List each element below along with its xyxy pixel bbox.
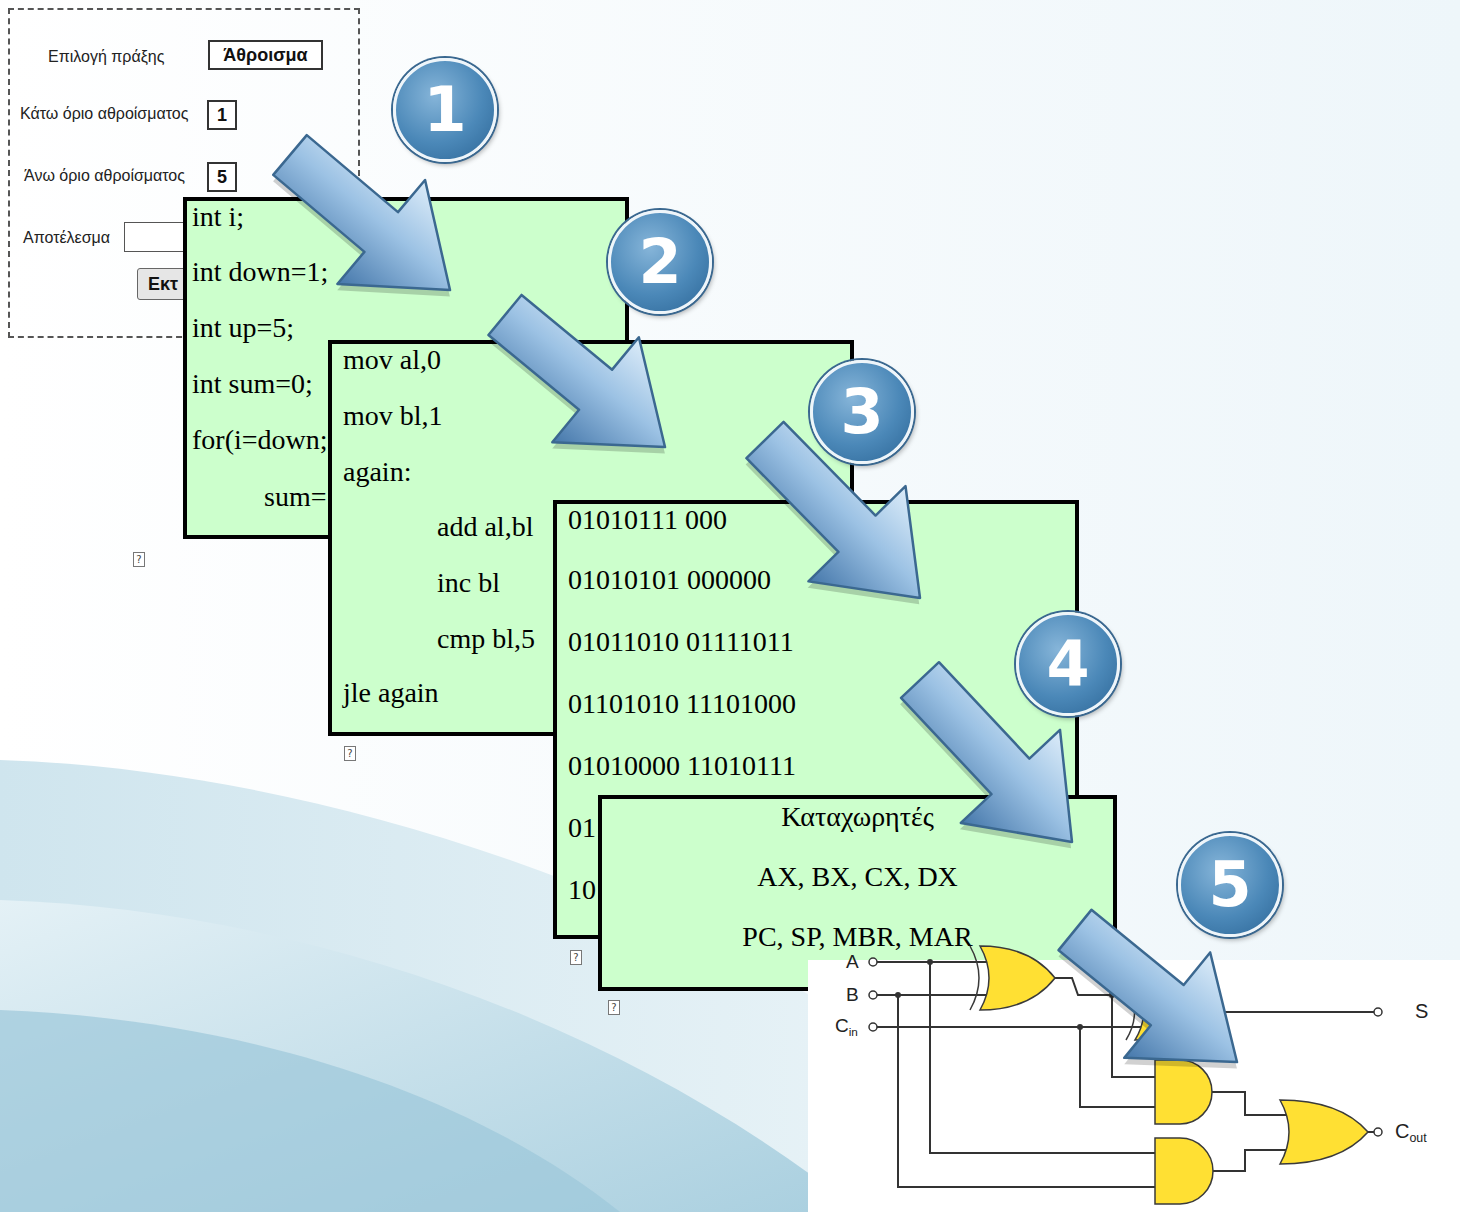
register-list: AX, BX, CX, DX xyxy=(602,860,1113,894)
code-line: int sum=0; xyxy=(192,367,313,401)
signal-name: Cin xyxy=(835,1015,858,1037)
code-line: 01101010 11101000 xyxy=(568,687,796,721)
code-line: mov al,0 xyxy=(343,343,441,377)
code-line: 01010101 000000 xyxy=(568,563,771,597)
code-line: mov bl,1 xyxy=(343,399,443,433)
field-value: 5 xyxy=(217,167,227,188)
code-line: 01010111 000 xyxy=(568,503,727,537)
form-label: Άνω όριο αθροίσματος xyxy=(24,166,185,186)
code-line: 10 xyxy=(568,873,596,907)
code-line: sum= xyxy=(264,480,326,514)
field-value: 1 xyxy=(217,105,227,126)
callout-number: 3 xyxy=(840,381,883,443)
register-list: PC, SP, MBR, MAR xyxy=(602,920,1113,954)
callout-number: 5 xyxy=(1208,854,1251,916)
code-line: jle again xyxy=(343,676,439,710)
callout-number: 4 xyxy=(1046,633,1089,695)
code-line: int up=5; xyxy=(192,311,294,345)
signal-name: A xyxy=(846,951,859,973)
signal-name: Cout xyxy=(1395,1120,1427,1143)
code-line: int i; xyxy=(192,200,244,234)
field-value: Άθροισμα xyxy=(223,45,307,66)
card-heading: Καταχωρητές xyxy=(602,800,1113,834)
form-label: Αποτέλεσμα xyxy=(23,228,110,248)
signal-name: B xyxy=(846,984,859,1006)
code-line: for(i=down; xyxy=(192,423,328,457)
form-label: Επιλογή πράξης xyxy=(48,47,164,67)
callout-circle: 1 xyxy=(393,58,497,162)
select-box: Άθροισμα xyxy=(208,40,323,70)
code-line: cmp bl,5 xyxy=(437,622,535,656)
code-line: int down=1; xyxy=(192,255,328,289)
callout-number: 1 xyxy=(423,79,466,141)
code-line: 01010000 11010111 xyxy=(568,749,796,783)
image-placeholder: ? xyxy=(133,552,145,567)
code-line: again: xyxy=(343,455,411,489)
input-box: 1 xyxy=(207,100,237,130)
button-label: Εκτ xyxy=(148,274,178,295)
input-box: 5 xyxy=(207,162,237,192)
callout-circle: 3 xyxy=(810,360,914,464)
callout-circle: 2 xyxy=(608,210,712,314)
callout-circle: 5 xyxy=(1178,833,1282,937)
result-field xyxy=(124,222,190,252)
code-line: inc bl xyxy=(437,566,500,600)
form-label: Κάτω όριο αθροίσματος xyxy=(20,104,188,124)
code-line: add al,bl xyxy=(437,510,533,544)
image-placeholder: ? xyxy=(608,1000,620,1015)
signal-name: S xyxy=(1415,1000,1428,1023)
callout-circle: 4 xyxy=(1016,612,1120,716)
image-placeholder: ? xyxy=(570,950,582,965)
code-line: 01011010 01111011 xyxy=(568,625,794,659)
code-line: 01 xyxy=(568,811,596,845)
image-placeholder: ? xyxy=(344,746,356,761)
callout-number: 2 xyxy=(638,231,681,293)
